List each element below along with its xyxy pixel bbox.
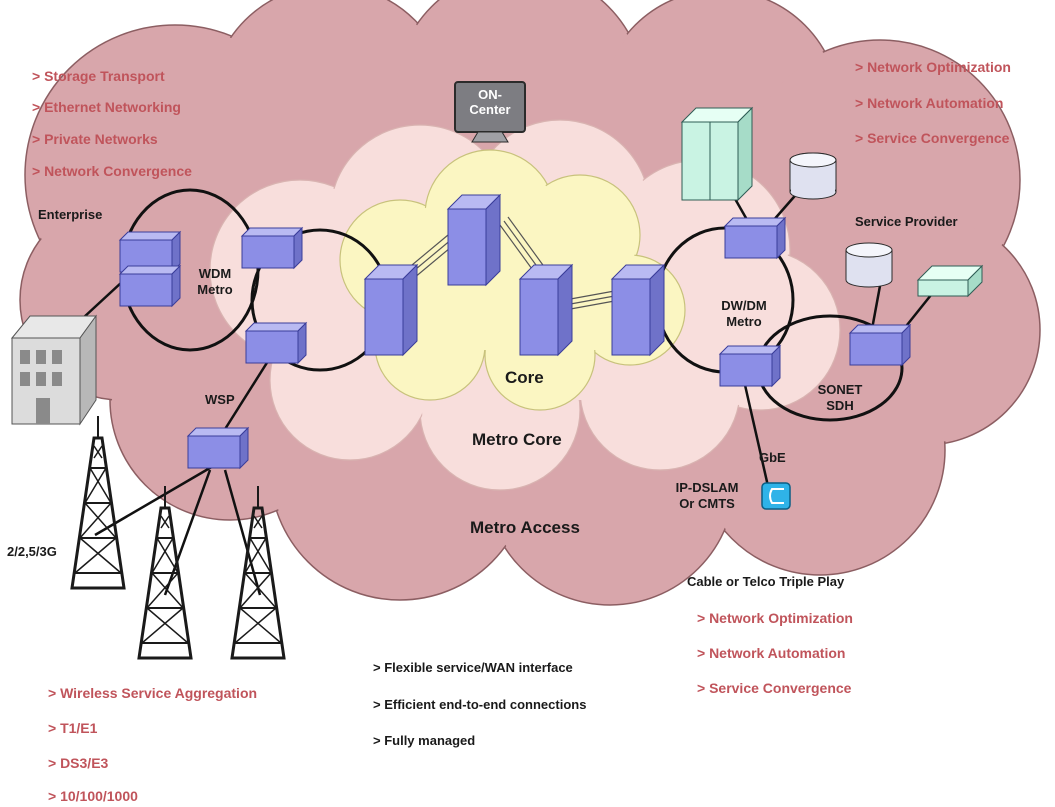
monitor-icon [454,81,526,143]
ipdslam-line2: Or CMTS [679,495,735,511]
ipdslam-label: IP-DSLAM Or CMTS [662,480,752,511]
wireless-bullet-3: > DS3/E3 [48,755,109,771]
oncenter-label-line1: ON- [478,87,502,102]
triple-play-bullet-3: > Service Convergence [697,680,852,696]
provider-bullet-1: > Network Optimization [855,59,1011,75]
database-icon [845,242,893,288]
dwdm-node-top [724,217,786,259]
center-bullet-3: > Fully managed [373,733,476,748]
service-provider-node [849,324,911,366]
core-label: Core [505,368,544,387]
provider-bullet-2: > Network Automation [855,95,1004,111]
enterprise-bullet-4: > Network Convergence [32,163,192,179]
dwdm-line1: DW/DM [721,298,767,313]
dwdm-node-bottom [719,345,781,387]
center-bullet-1: > Flexible service/WAN interface [373,660,573,675]
enterprise-bullet-1: > Storage Transport [32,68,165,84]
triple-play-bullet-1: > Network Optimization [697,610,853,626]
sonet-line2: SDH [826,397,854,413]
metro-node-top [241,227,303,269]
core-router-4 [611,264,665,356]
wireless-bullet-4: > 10/100/1000 [48,788,138,804]
oncenter-label-line2: Center [469,101,511,117]
ipdslam-line1: IP-DSLAM [675,480,739,495]
wdm-line2: Metro [197,281,233,297]
database-icon [789,152,837,200]
generations-label: 2/2,5/3G [7,544,57,559]
enterprise-bullet-2: > Ethernet Networking [32,99,181,115]
wireless-bullet-2: > T1/E1 [48,720,98,736]
ip-dslam-icon [761,482,791,510]
triple-play-title: Cable or Telco Triple Play [687,574,845,589]
dwdm-line2: Metro [726,313,762,329]
wireless-bullet-1: > Wireless Service Aggregation [48,685,258,701]
triple-play-bullet-2: > Network Automation [697,645,846,661]
dwdm-metro-label: DW/DM Metro [712,298,776,329]
wsp-label: WSP [205,392,235,407]
sonet-line1: SONET [817,382,863,397]
enterprise-switch-2 [119,265,181,307]
metro-core-label: Metro Core [472,430,562,449]
cell-tower-icon [70,414,126,590]
oncenter-label: ON- Center [462,87,518,118]
provider-bullet-3: > Service Convergence [855,130,1010,146]
core-router-3 [519,264,573,356]
core-router-1 [364,264,418,356]
sonet-sdh-label: SONET SDH [812,382,868,413]
cell-tower-icon [137,484,193,660]
metro-access-label: Metro Access [470,518,580,537]
wdm-line1: WDM [198,266,232,281]
gbe-label: GbE [759,450,786,465]
wsp-aggregator [187,427,249,469]
core-router-2 [447,194,501,286]
metro-node-bottom [245,322,307,364]
server-rack-icon [680,106,754,202]
cable-modem-icon [916,264,984,298]
wdm-metro-label: WDM Metro [190,266,240,297]
enterprise-bullet-3: > Private Networks [32,131,158,147]
building-icon [10,314,97,426]
center-bullet-2: > Efficient end-to-end connections [373,697,587,712]
service-provider-label: Service Provider [855,214,958,229]
enterprise-title: Enterprise [38,207,103,222]
